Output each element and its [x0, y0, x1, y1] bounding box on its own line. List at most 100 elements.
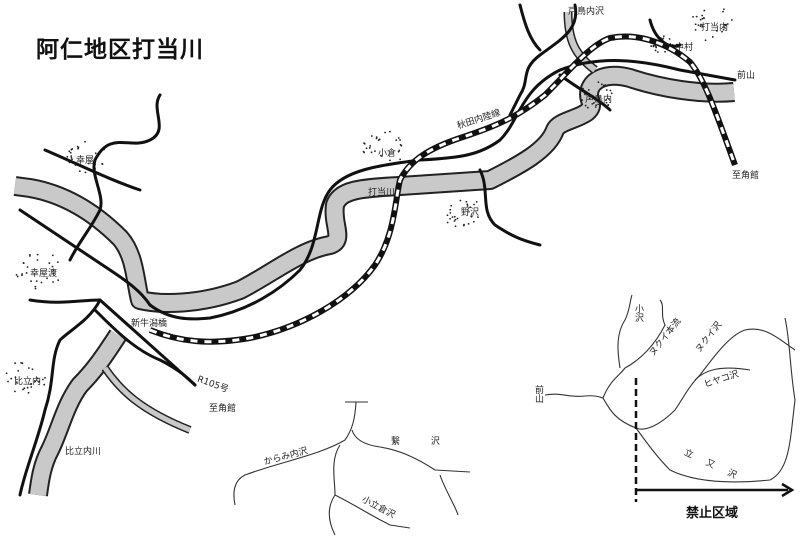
village-dot — [71, 158, 73, 161]
village-dot — [7, 380, 9, 383]
village-dot — [587, 89, 590, 91]
village-dot — [389, 159, 391, 162]
village-dot — [610, 92, 613, 95]
village-dot — [592, 102, 595, 104]
bottom-streams — [233, 401, 471, 536]
village-dot — [384, 131, 386, 134]
village-dot — [449, 211, 452, 214]
village-dot — [30, 280, 32, 283]
village-dot — [43, 383, 46, 386]
village-dot — [730, 19, 733, 21]
village-dot — [52, 272, 55, 275]
village-dot — [22, 261, 25, 264]
village-dot — [721, 30, 723, 33]
village-dot — [34, 285, 37, 288]
village-dot — [446, 221, 449, 224]
prohibited-area-arrow — [636, 482, 795, 498]
village-dot — [94, 152, 97, 155]
village-dot — [380, 154, 382, 157]
village-dot — [10, 377, 13, 380]
village-dot — [450, 204, 453, 207]
village-dot — [605, 89, 608, 91]
village-dot — [699, 18, 702, 21]
inset-label-prohibited-area: 禁止区域 — [686, 506, 739, 521]
village-dot — [56, 261, 59, 264]
village-dot — [14, 376, 17, 379]
village-dot — [711, 36, 714, 38]
village-dot — [34, 380, 37, 383]
village-dot — [388, 130, 391, 133]
village-dot — [454, 218, 457, 221]
village-dot — [66, 155, 69, 158]
label-utoutogawa: 打当川 — [368, 188, 396, 198]
village-dot — [70, 155, 73, 157]
village-dot — [370, 135, 373, 137]
inset-label-maeyama: 前山 — [533, 385, 543, 403]
label-to-kakunodate-east: 至角館 — [732, 171, 760, 181]
label-hitachinai: 比立内 — [14, 377, 42, 387]
village-dot — [662, 35, 665, 38]
village-dot — [451, 216, 454, 219]
village-dot — [703, 17, 705, 20]
village-dot — [650, 45, 653, 48]
village-dot — [654, 49, 657, 52]
village-dot — [475, 200, 478, 203]
village-dot — [5, 372, 8, 375]
label-kouya: 幸屋 — [76, 156, 95, 166]
village-dot — [701, 14, 704, 17]
village-dot — [398, 149, 401, 152]
village-dot — [84, 171, 87, 174]
village-dot — [466, 203, 469, 206]
village-dot — [51, 265, 54, 268]
village-dot — [36, 259, 39, 261]
village-dot — [23, 387, 26, 390]
village-dot — [26, 266, 29, 268]
village-dot — [30, 386, 33, 388]
todorinai-sawa-river — [563, 11, 598, 74]
village-dot — [594, 106, 597, 108]
village-dot — [374, 150, 376, 153]
village-dot — [15, 381, 18, 384]
village-dot — [101, 163, 104, 166]
village-dot — [726, 23, 729, 25]
village-dot — [36, 253, 39, 256]
village-dot — [397, 137, 400, 139]
village-dot — [21, 273, 24, 275]
village-dot — [694, 23, 697, 26]
village-dot — [604, 84, 607, 86]
village-dot — [375, 137, 378, 140]
village-dot — [597, 81, 600, 84]
village-dot — [15, 273, 18, 276]
village-dot — [52, 281, 54, 283]
label-to-kakunodate-west: 至角館 — [209, 404, 237, 414]
village-dot — [399, 139, 401, 141]
village-dot — [467, 222, 470, 225]
village-dot — [655, 46, 658, 49]
village-dot — [584, 104, 587, 107]
village-dot — [36, 377, 39, 380]
village-dot — [607, 104, 610, 106]
village-dot — [25, 272, 28, 274]
village-dot — [668, 38, 671, 40]
village-dot — [581, 99, 584, 102]
village-dot — [454, 225, 457, 228]
label-utoutonai: 打当内 — [701, 23, 729, 33]
village-dot — [378, 138, 381, 141]
village-dot — [701, 17, 704, 20]
village-dot — [470, 215, 473, 218]
map-title: 阿仁地区打当川 — [36, 37, 204, 63]
inset-label-kosawa: 小沢 — [633, 304, 643, 322]
village-dot — [38, 380, 40, 383]
village-dot — [466, 205, 469, 207]
village-dot — [586, 106, 589, 109]
village-dot — [465, 200, 468, 203]
village-dot — [46, 277, 48, 280]
village-dot — [84, 140, 86, 143]
village-dot — [41, 378, 44, 381]
village-dot — [375, 136, 378, 139]
village-dot — [473, 203, 475, 206]
village-dot — [395, 139, 398, 142]
village-dot — [703, 9, 706, 12]
